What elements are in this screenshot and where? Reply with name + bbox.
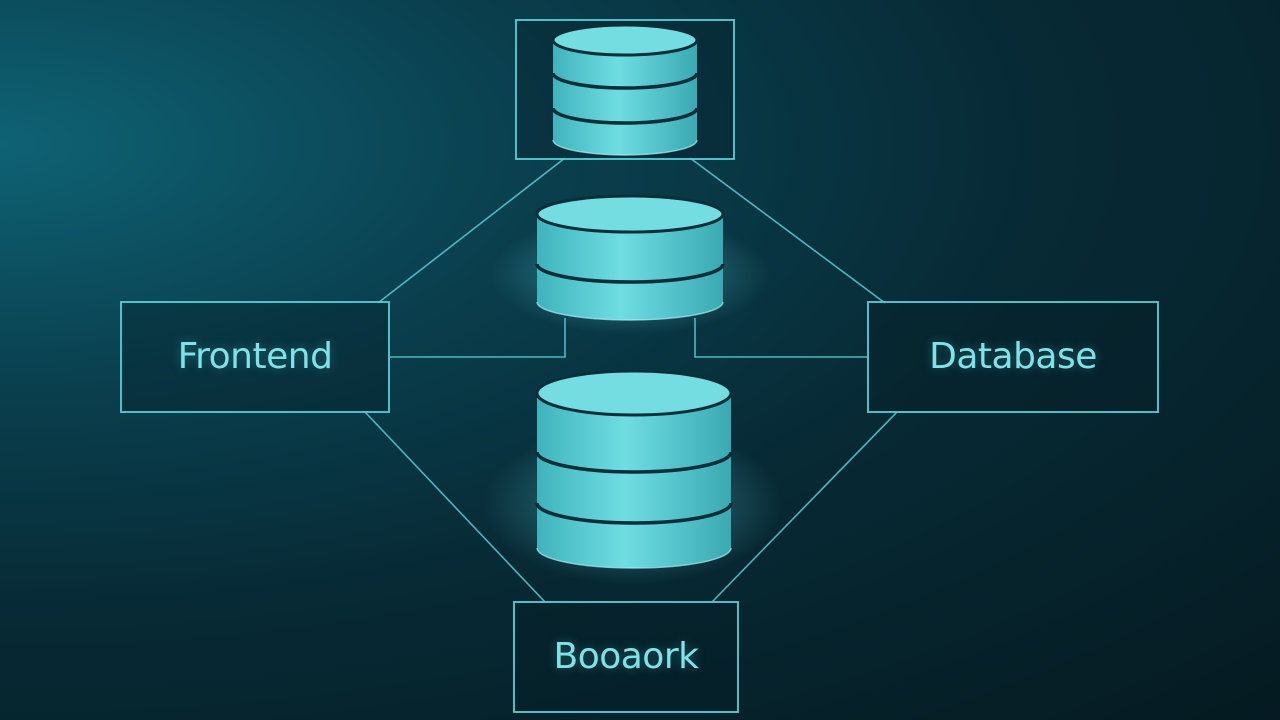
backend-label: Booaork: [553, 636, 699, 677]
connector-bottom-left: [364, 411, 546, 603]
connector-top-left: [377, 157, 566, 304]
database-cylinder-icon: [535, 369, 733, 569]
backend-node-box[interactable]: [513, 601, 739, 713]
database-label: Database: [929, 336, 1097, 377]
database-node-box[interactable]: [867, 301, 1159, 413]
connector-bottom-right: [711, 411, 898, 603]
connector-frontend-middle: [390, 318, 566, 358]
connector-lines: [364, 157, 898, 603]
frontend-label: Frontend: [177, 336, 333, 377]
database-cylinder-icon: [551, 23, 699, 156]
database-cylinder-icon: [535, 194, 725, 321]
frontend-node-box[interactable]: [120, 301, 390, 413]
connector-database-middle: [694, 318, 868, 358]
connector-top-right: [689, 157, 886, 304]
